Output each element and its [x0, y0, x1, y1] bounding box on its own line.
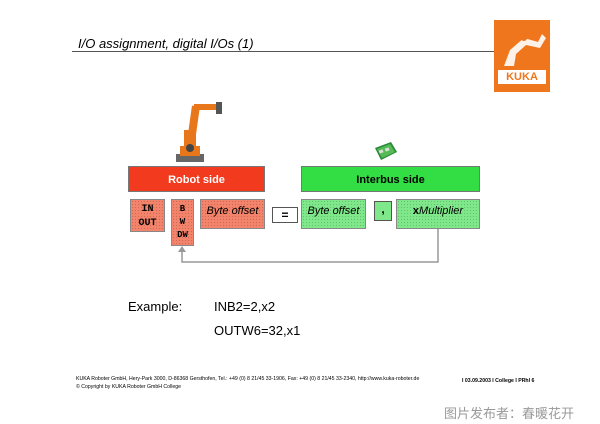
- example-label: Example:: [128, 299, 183, 314]
- data-size-box: B W DW: [171, 199, 194, 246]
- footer-page-info: I 03.09.2003 I College I PRhI 6: [462, 378, 535, 384]
- multiplier-label: Multiplier: [419, 205, 464, 217]
- robot-arm-logo-icon: [504, 34, 546, 66]
- multiplier-prefix: x: [412, 205, 420, 217]
- watermark: 图片发布者：春暖花开: [444, 406, 575, 421]
- multiplier-box: xMultiplier: [396, 199, 480, 229]
- example-line-1: INB2=2,x2: [214, 299, 276, 314]
- in-label: IN: [141, 204, 154, 215]
- footer-address: KUKA Roboter GmbH, Hery-Park 3000, D-863…: [76, 376, 420, 382]
- interbus-card-icon: [375, 142, 397, 160]
- word-label: W: [179, 217, 186, 227]
- connector-arrow: [178, 229, 439, 263]
- robot-side-header: Robot side: [128, 166, 265, 192]
- out-label: OUT: [138, 218, 157, 229]
- robot-byte-offset-box: Byte offset: [200, 199, 265, 229]
- byte-label: B: [179, 204, 186, 214]
- interbus-byte-offset-box: Byte offset: [301, 199, 366, 229]
- kuka-logo: KUKA: [494, 20, 550, 92]
- title-divider: [72, 51, 494, 52]
- interbus-side-header: Interbus side: [301, 166, 480, 192]
- dword-label: DW: [177, 230, 188, 240]
- slide-title: I/O assignment, digital I/Os (1): [78, 36, 254, 51]
- comma-separator: ,: [374, 201, 392, 221]
- logo-wordmark: KUKA: [498, 70, 546, 84]
- industrial-robot-icon: [176, 102, 222, 162]
- footer-copyright: © Copyright by KUKA Roboter GmbH College: [76, 384, 182, 390]
- example-line-2: OUTW6=32,x1: [214, 323, 301, 338]
- in-out-box: IN OUT: [130, 199, 165, 232]
- equals-sign: =: [272, 207, 298, 223]
